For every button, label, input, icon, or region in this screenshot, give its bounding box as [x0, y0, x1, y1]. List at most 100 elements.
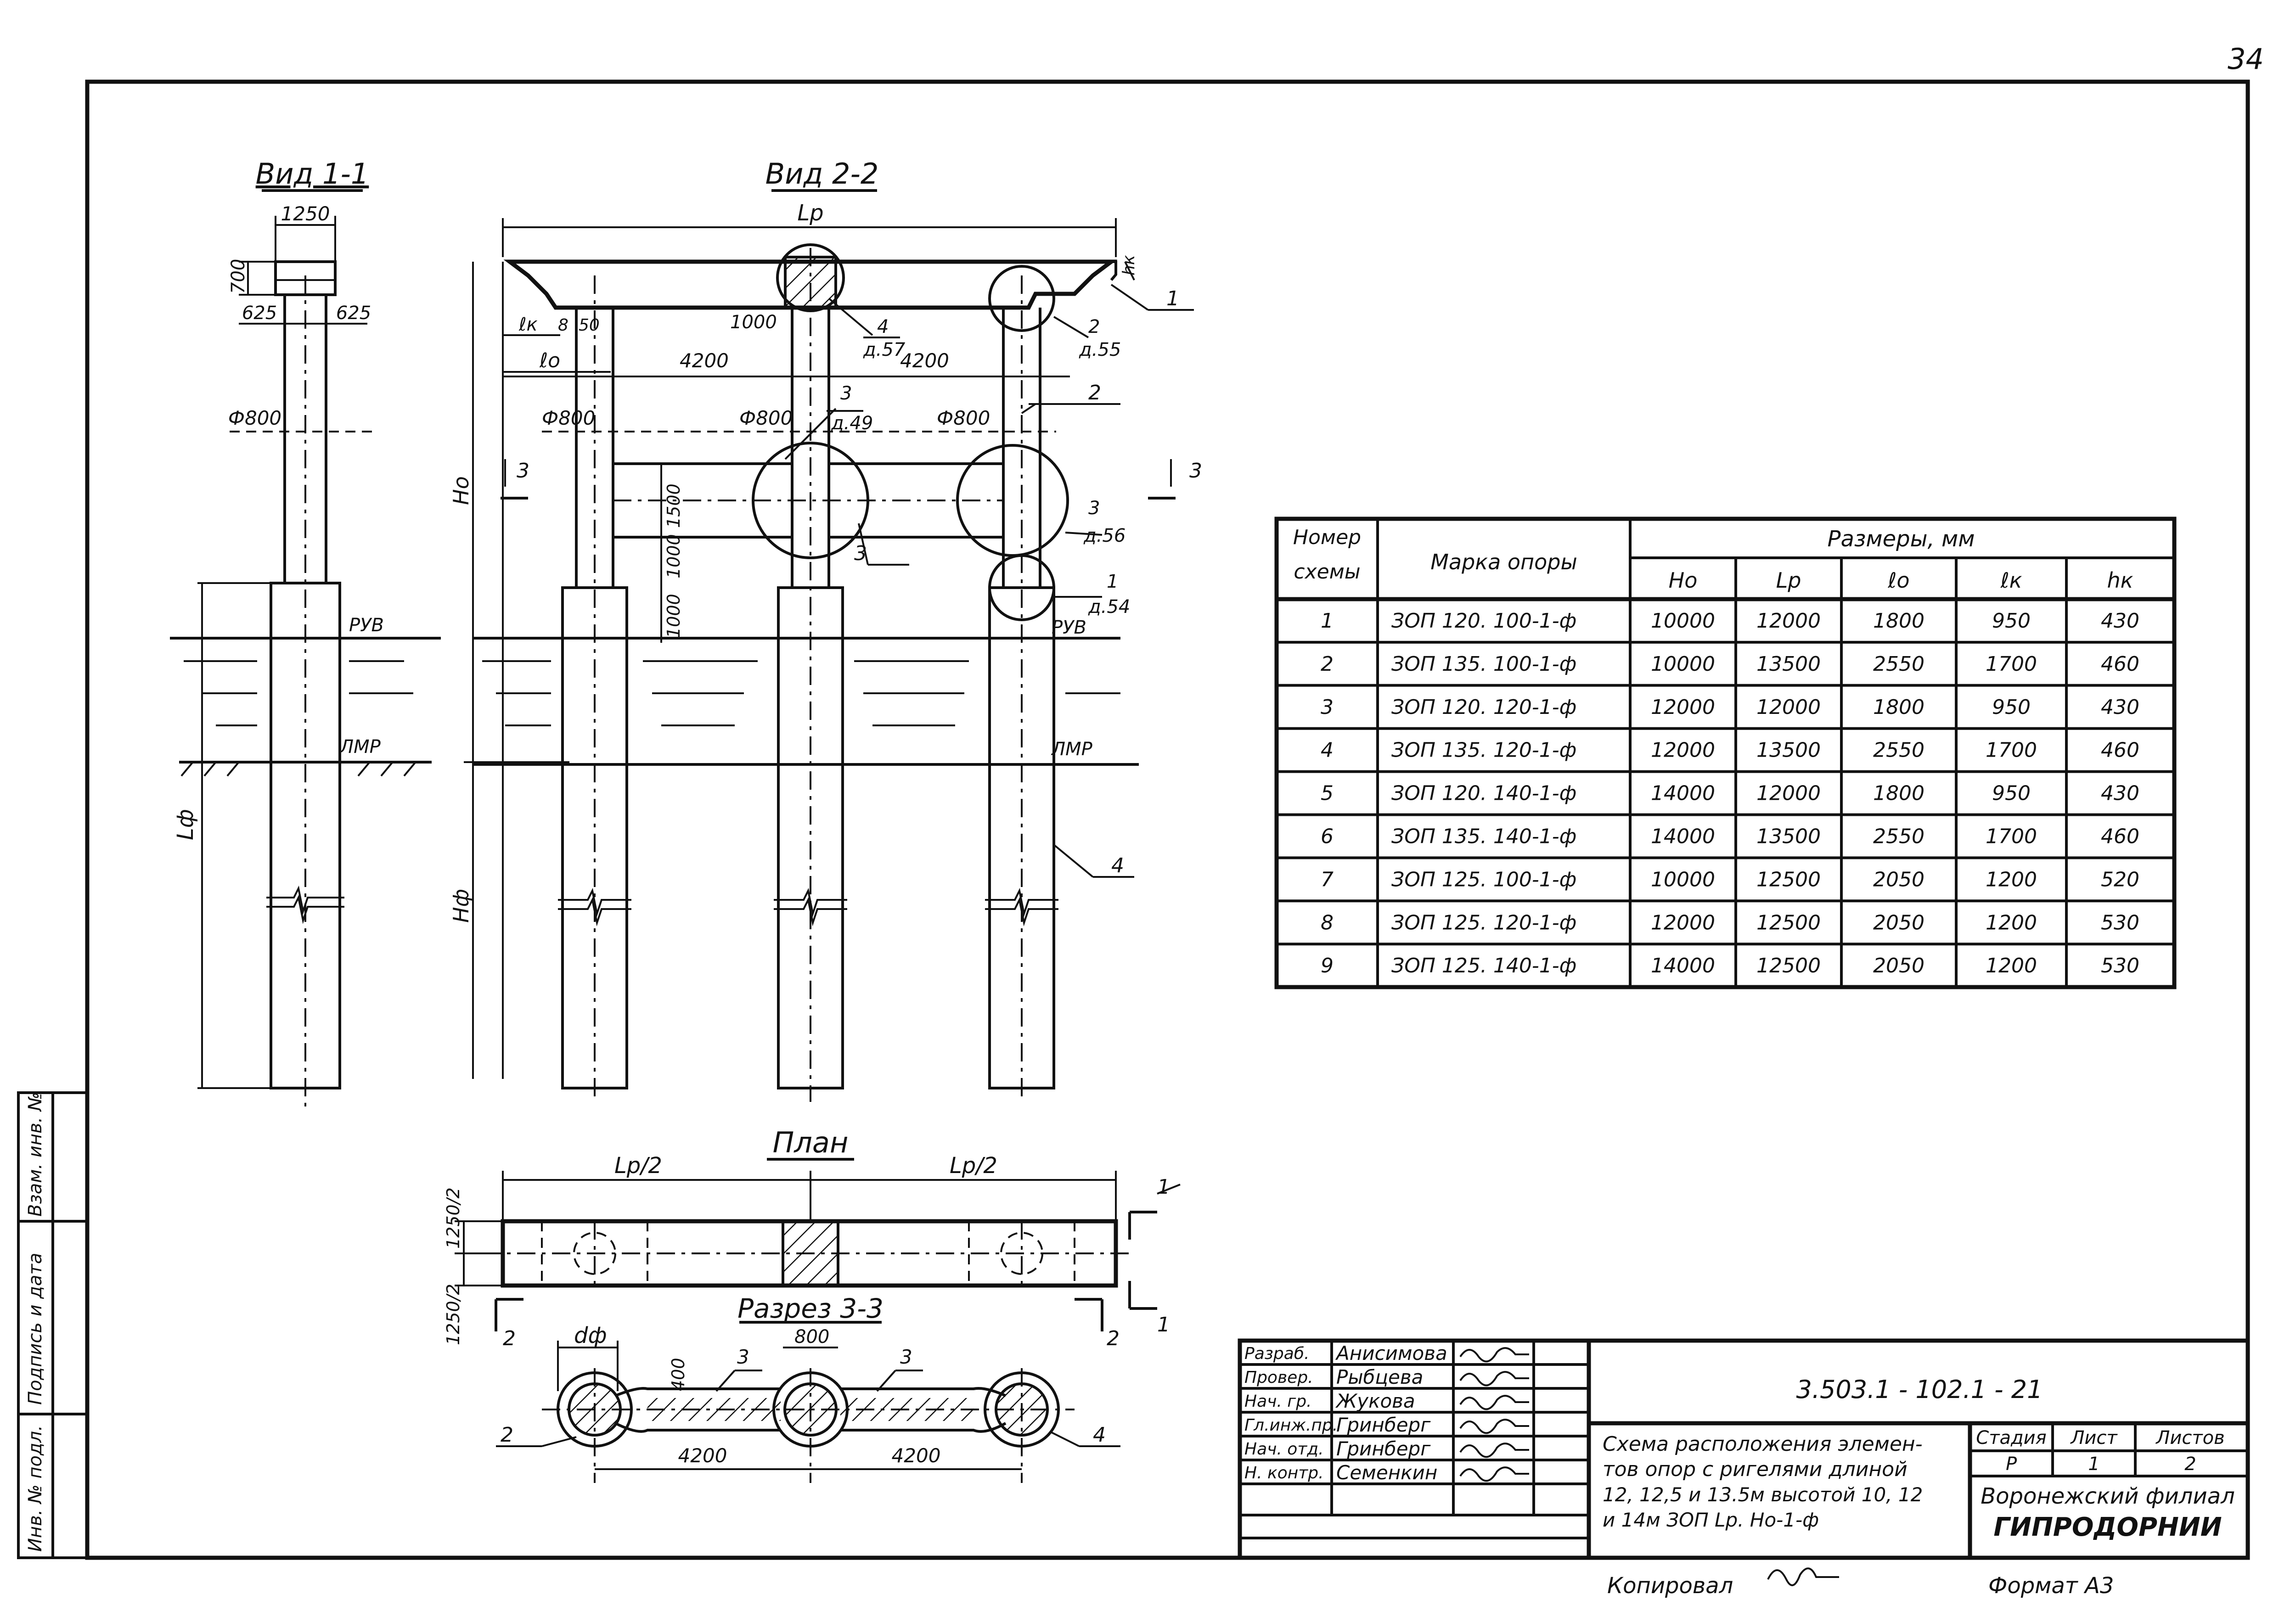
table-cell-value: 1700 [1986, 739, 2037, 762]
table-cell-value: 2550 [1873, 825, 1925, 848]
footer-format: Формат А3 [1988, 1573, 2114, 1599]
title-role: Провер. [1244, 1368, 1313, 1387]
view2-dim-1000b: 1000 [664, 534, 684, 578]
table-cell-value: 12500 [1756, 911, 1821, 934]
view1-dim-left: 625 [242, 303, 277, 324]
section-callout-4: 4 [1093, 1423, 1106, 1447]
view2-callout-3a-sheet: д.49 [831, 413, 873, 434]
table-cell-mark: ЗОП 125. 120-1-ф [1391, 911, 1576, 934]
view2-dim-8: 8 [558, 316, 568, 335]
table-cell-value: 1800 [1873, 696, 1925, 719]
view2-dim-4200a: 4200 [680, 349, 729, 372]
view2-dim-1500: 1500 [664, 483, 684, 528]
table-cell-mark: ЗОП 125. 100-1-ф [1391, 868, 1576, 891]
signature [1459, 1395, 1529, 1410]
title-sheets-value: 2 [2184, 1454, 2196, 1475]
table-cell-value: 460 [2101, 652, 2139, 676]
view2-label-ruv: РУВ [1052, 617, 1086, 638]
plan-cut-2-right: 2 [1107, 1327, 1120, 1350]
title-doc-code: 3.503.1 - 102.1 - 21 [1796, 1375, 2043, 1404]
signature [1459, 1371, 1529, 1387]
title-description-l4: и 14м ЗОП Lр. Hо-1-ф [1603, 1509, 1819, 1531]
view2-callout-2-sheet: д.55 [1079, 339, 1121, 360]
title-sheets-label: Листов [2155, 1427, 2224, 1449]
table-cell-value: 12000 [1651, 739, 1715, 762]
table-cell-value: 1800 [1873, 782, 1925, 805]
signature [1459, 1419, 1529, 1434]
view2-dim-lo: ℓo [539, 349, 560, 372]
table-header-mark: Марка опоры [1430, 550, 1577, 574]
title-name: Рыбцева [1336, 1366, 1423, 1388]
view2-callout-3b-ref: 3 [1088, 498, 1100, 519]
view2-label-lmr: ЛМР [1051, 739, 1093, 760]
table-cell-mark: ЗОП 125. 140-1-ф [1391, 954, 1576, 977]
section-callout-3b: 3 [900, 1346, 912, 1368]
table-cell-value: 430 [2101, 782, 2139, 805]
view2-callout-4-ref: 4 [877, 316, 889, 337]
table-cell-value: 2050 [1873, 954, 1925, 977]
table-cell-value: 1200 [1986, 868, 2037, 891]
table-cell-value: 1800 [1873, 609, 1925, 633]
view2-dim-hk: hк [1120, 255, 1138, 275]
table-cell-value: 520 [2101, 868, 2139, 891]
section-dim-df: dф [574, 1323, 607, 1348]
view2-callout-4: 4 [1111, 854, 1124, 877]
table-cell-value: 12000 [1756, 696, 1821, 719]
table-cell-value: 13500 [1756, 825, 1821, 848]
title-name: Анисимова [1335, 1342, 1447, 1364]
plan-cut-1-top: 1 [1157, 1175, 1170, 1199]
table-cell-value: 12000 [1651, 911, 1715, 934]
view2-callout-3a-ref: 3 [840, 383, 852, 404]
view2-dim-4200b: 4200 [900, 349, 949, 372]
title-stage-value: Р [2006, 1454, 2017, 1475]
table-cell-value: 950 [1992, 609, 2031, 633]
plan-title: План [773, 1126, 849, 1159]
view2-dim-1000a: 1000 [730, 312, 777, 333]
table-cell-value: 950 [1992, 696, 2031, 719]
view-2-2: Вид 2-2 Lр hк ℓк 8 50 ℓo 1000 4200 4200 [449, 157, 1202, 1102]
signature [1459, 1347, 1529, 1363]
view1-label-lmr: ЛМР [339, 736, 381, 758]
view2-dim-lk: ℓк [518, 314, 538, 335]
view2-dim-d3: Ф800 [937, 407, 990, 429]
table-cell-scheme: 1 [1321, 609, 1334, 633]
plan-cut-2-left: 2 [503, 1327, 516, 1350]
view1-dim-width: 1250 [281, 202, 330, 225]
view1-label-ruv: РУВ [349, 615, 384, 636]
copier-signature [1767, 1567, 1839, 1586]
plan-view: План Lр/2 Lр/2 1250/2 1250/2 1 1 [443, 1126, 1181, 1350]
plan-dim-w2: 1250/2 [443, 1284, 463, 1345]
view2-callout-2-ref: 2 [1088, 316, 1100, 337]
signature [1459, 1466, 1529, 1482]
table-cell-value: 12000 [1756, 609, 1821, 633]
side-stamp-inv-no: Инв. № подл. [25, 1425, 46, 1552]
view1-title: Вид 1-1 [256, 157, 369, 191]
view1-dim-right: 625 [336, 303, 371, 324]
view2-callout-3: 3 [854, 542, 867, 565]
section-dim-4200a: 4200 [678, 1444, 727, 1467]
table-cell-value: 12000 [1756, 782, 1821, 805]
view1-label-lf: Lф [173, 809, 198, 840]
table-cell-value: 1700 [1986, 652, 2037, 676]
title-sheet-label: Лист [2070, 1427, 2118, 1449]
view2-label-ho: Hо [449, 476, 473, 505]
table-cell-mark: ЗОП 120. 100-1-ф [1391, 609, 1576, 633]
page-number: 34 [2228, 42, 2264, 76]
title-role: Нач. отд. [1244, 1440, 1324, 1459]
section-dim-800: 800 [794, 1326, 829, 1348]
table-header-scheme-l1: Номер [1293, 526, 1361, 549]
table-cell-value: 530 [2101, 954, 2139, 977]
view-1-1: Вид 1-1 1250 700 625 625 Ф800 Lф [170, 157, 441, 1111]
view2-dim-1000c: 1000 [664, 594, 684, 638]
table-header-dims: Размеры, мм [1828, 526, 1975, 552]
table-cell-mark: ЗОП 135. 100-1-ф [1391, 652, 1576, 676]
view2-callout-1-ref: 1 [1107, 571, 1118, 592]
title-role: Н. контр. [1244, 1464, 1324, 1482]
